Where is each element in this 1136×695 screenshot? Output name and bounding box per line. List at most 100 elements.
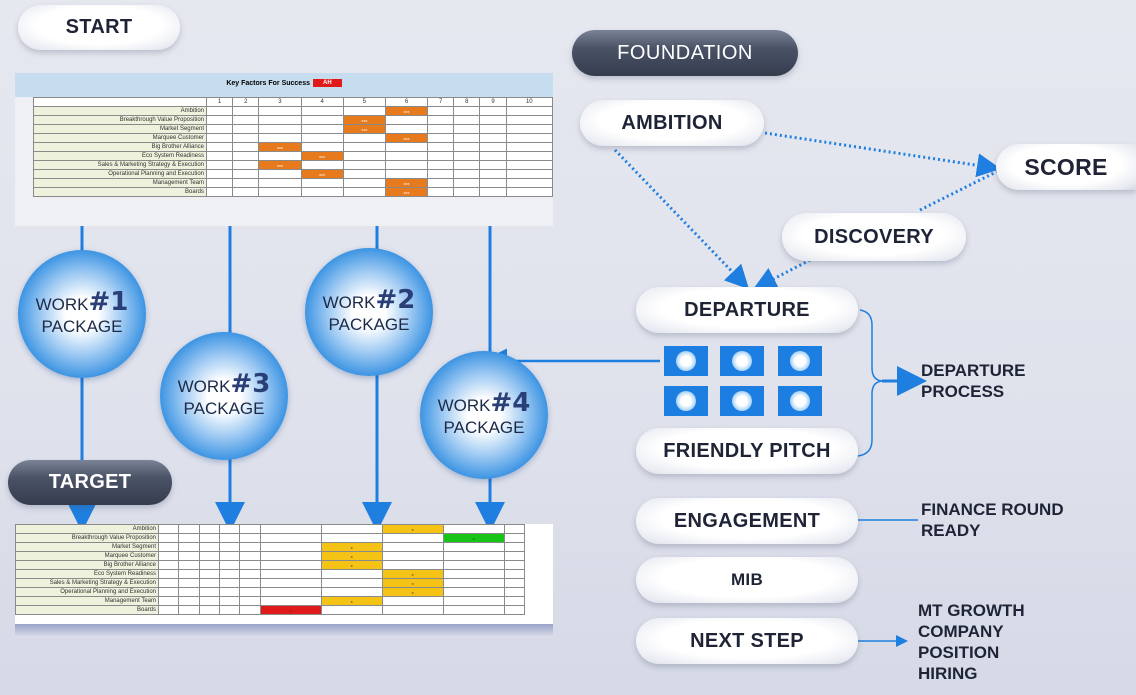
empty-cell xyxy=(427,133,455,143)
empty-cell xyxy=(300,178,344,188)
empty-cell xyxy=(178,569,200,579)
empty-cell xyxy=(198,569,220,579)
work-package-3: WORK#3 PACKAGE xyxy=(160,332,288,460)
empty-cell xyxy=(479,178,507,188)
empty-cell xyxy=(232,133,260,143)
empty-cell xyxy=(503,605,526,615)
empty-cell xyxy=(453,124,481,134)
empty-cell xyxy=(503,542,526,552)
empty-cell xyxy=(205,142,234,152)
mt-growth-label: MT GROWTH COMPANY POSITION HIRING xyxy=(918,600,1025,684)
empty-cell xyxy=(505,115,553,125)
empty-cell xyxy=(320,605,383,615)
empty-cell xyxy=(300,160,344,170)
score-cell: xxx xyxy=(300,151,344,161)
row-label: Breakthrough Value Proposition xyxy=(33,115,207,125)
column-header: 10 xyxy=(505,97,553,107)
start-table-header-badge: AH xyxy=(312,79,342,87)
empty-cell xyxy=(342,151,386,161)
mt-growth-line4: HIRING xyxy=(918,664,978,683)
empty-cell xyxy=(503,533,526,543)
column-header: 2 xyxy=(232,97,260,107)
empty-cell xyxy=(239,551,261,561)
empty-cell xyxy=(157,551,180,561)
empty-cell xyxy=(239,560,261,570)
score-cell: x xyxy=(320,560,383,570)
score-cell: xxx xyxy=(300,169,344,179)
empty-cell xyxy=(232,124,260,134)
empty-cell xyxy=(198,542,220,552)
empty-cell xyxy=(259,578,322,588)
score-cell: x xyxy=(381,587,444,597)
empty-cell xyxy=(157,560,180,570)
work-package-4: WORK#4 PACKAGE xyxy=(420,351,548,479)
column-header: 7 xyxy=(427,97,455,107)
empty-cell xyxy=(205,106,234,116)
wp1-number: #1 xyxy=(88,286,129,317)
empty-cell xyxy=(259,542,322,552)
empty-cell xyxy=(427,142,455,152)
empty-cell xyxy=(259,569,322,579)
empty-cell xyxy=(205,115,234,125)
empty-cell xyxy=(232,178,260,188)
empty-cell xyxy=(300,142,344,152)
empty-cell xyxy=(218,569,241,579)
finance-round-line2: READY xyxy=(921,521,981,540)
empty-cell xyxy=(453,169,481,179)
row-label: Market Segment xyxy=(33,124,207,134)
empty-cell xyxy=(479,160,507,170)
empty-cell xyxy=(442,596,505,606)
empty-cell xyxy=(157,578,180,588)
engagement-label: ENGAGEMENT xyxy=(673,509,821,532)
empty-cell xyxy=(505,151,553,161)
row-label: Boards xyxy=(33,187,207,197)
empty-cell xyxy=(239,569,261,579)
empty-cell xyxy=(505,133,553,143)
empty-cell xyxy=(505,142,553,152)
empty-cell xyxy=(232,169,260,179)
empty-cell xyxy=(479,133,507,143)
empty-cell xyxy=(178,596,200,606)
empty-cell xyxy=(232,160,260,170)
grid-square xyxy=(664,386,708,416)
score-cell: x xyxy=(442,533,505,543)
finance-round-line1: FINANCE ROUND xyxy=(921,500,1064,519)
empty-cell xyxy=(205,133,234,143)
empty-cell xyxy=(453,160,481,170)
grid-square xyxy=(664,346,708,376)
empty-cell xyxy=(300,115,344,125)
score-cell: x xyxy=(320,596,383,606)
empty-cell xyxy=(198,578,220,588)
foundation-pill: FOUNDATION xyxy=(572,30,798,76)
empty-cell xyxy=(320,569,383,579)
empty-cell xyxy=(453,151,481,161)
empty-cell xyxy=(384,169,429,179)
empty-cell xyxy=(178,542,200,552)
empty-cell xyxy=(342,106,386,116)
empty-cell xyxy=(259,587,322,597)
score-cell: xxx xyxy=(342,115,386,125)
start-table-header: Key Factors For Success AH xyxy=(15,73,553,93)
empty-cell xyxy=(479,187,507,197)
empty-cell xyxy=(178,524,200,534)
empty-cell xyxy=(453,115,481,125)
empty-cell xyxy=(427,106,455,116)
mib-pill: MIB xyxy=(636,557,858,603)
empty-cell xyxy=(384,160,429,170)
row-label: Ambition xyxy=(15,524,159,534)
empty-cell xyxy=(427,178,455,188)
row-label: Sales & Marketing Strategy & Execution xyxy=(15,578,159,588)
empty-cell xyxy=(178,605,200,615)
empty-cell xyxy=(505,187,553,197)
score-cell: x xyxy=(381,578,444,588)
empty-cell xyxy=(300,124,344,134)
empty-cell xyxy=(503,569,526,579)
foundation-label: FOUNDATION xyxy=(617,41,753,64)
empty-cell xyxy=(205,178,234,188)
